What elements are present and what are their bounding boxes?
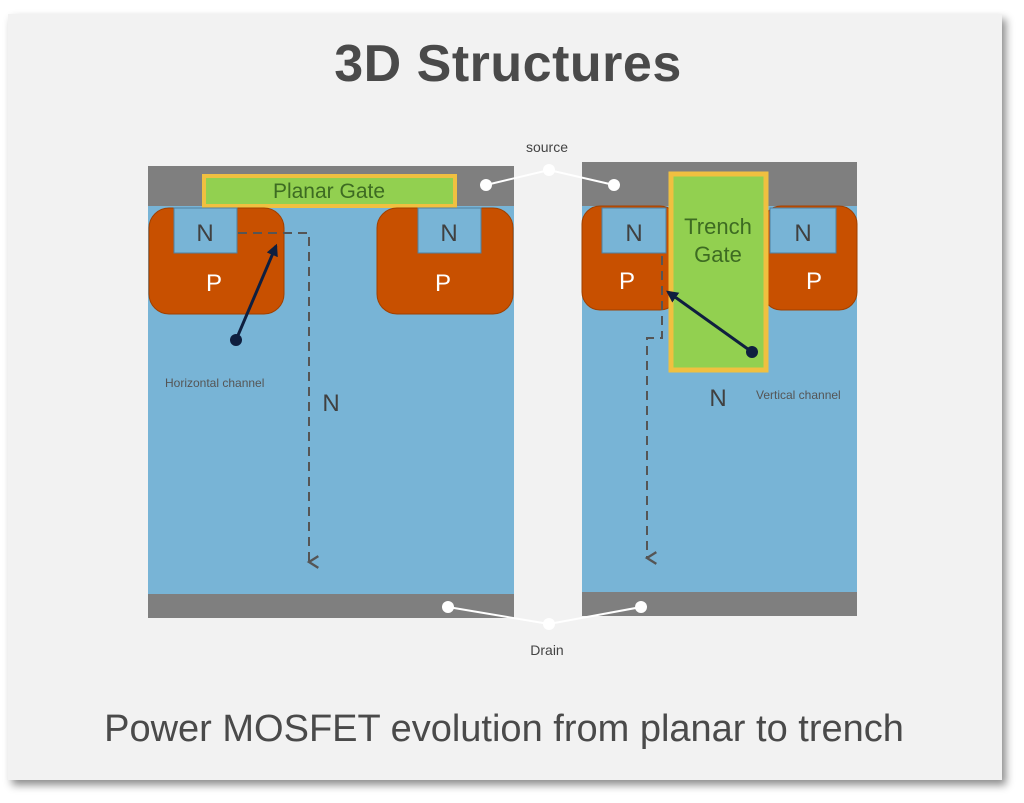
source-dot-center: [543, 164, 555, 176]
source-dot-right: [608, 179, 620, 191]
horizontal-channel-label: Horizontal channel: [165, 376, 264, 390]
source-label: source: [526, 139, 568, 155]
planar-n-plus-right: [417, 207, 482, 254]
horizontal-channel-arrow: [234, 243, 278, 341]
planar-p-label-right: P: [435, 270, 451, 297]
planar-gate-label: Planar Gate: [273, 180, 385, 203]
drain-dot-left: [442, 601, 454, 613]
source-callout: source: [480, 139, 620, 191]
planar-mosfet: Planar Gate N P N P N Horizontal channel: [148, 166, 514, 618]
source-dot-left: [480, 179, 492, 191]
trench-drift-n-label: N: [709, 385, 726, 412]
vertical-channel-label: Vertical channel: [756, 388, 841, 402]
planar-drain-metal: [148, 594, 514, 618]
trench-gate-label-line2: Gate: [694, 242, 742, 267]
trench-mosfet: N P N P Trench Gate N Vertical channel: [581, 162, 858, 616]
drain-callout: Drain: [442, 601, 647, 658]
trench-p-label-right: P: [806, 268, 822, 295]
trench-n-label-right: N: [794, 220, 811, 247]
trench-gate-label-line1: Trench: [684, 214, 752, 239]
planar-p-label-left: P: [206, 270, 222, 297]
planar-gate: [202, 174, 457, 208]
planar-current-path: [238, 232, 319, 569]
trench-n-plus-left: [601, 207, 667, 254]
planar-drift-n-label: N: [322, 390, 339, 417]
trench-gate: [668, 171, 769, 373]
horizontal-channel-dot: [230, 334, 242, 346]
trench-n-plus-right: [769, 207, 837, 254]
drain-dot-center: [543, 618, 555, 630]
trench-drain-metal: [582, 592, 857, 616]
trench-n-label-left: N: [625, 220, 642, 247]
drain-dot-right: [635, 601, 647, 613]
vertical-channel-arrow: [666, 290, 753, 354]
planar-n-label-right: N: [440, 220, 457, 247]
trench-p-label-left: P: [619, 268, 635, 295]
slide-caption: Power MOSFET evolution from planar to tr…: [104, 708, 904, 750]
planar-n-plus-left: [173, 207, 238, 254]
vertical-channel-dot: [746, 346, 758, 358]
slide-title: 3D Structures: [334, 35, 682, 93]
planar-n-label-left: N: [196, 220, 213, 247]
drain-label: Drain: [530, 642, 563, 658]
